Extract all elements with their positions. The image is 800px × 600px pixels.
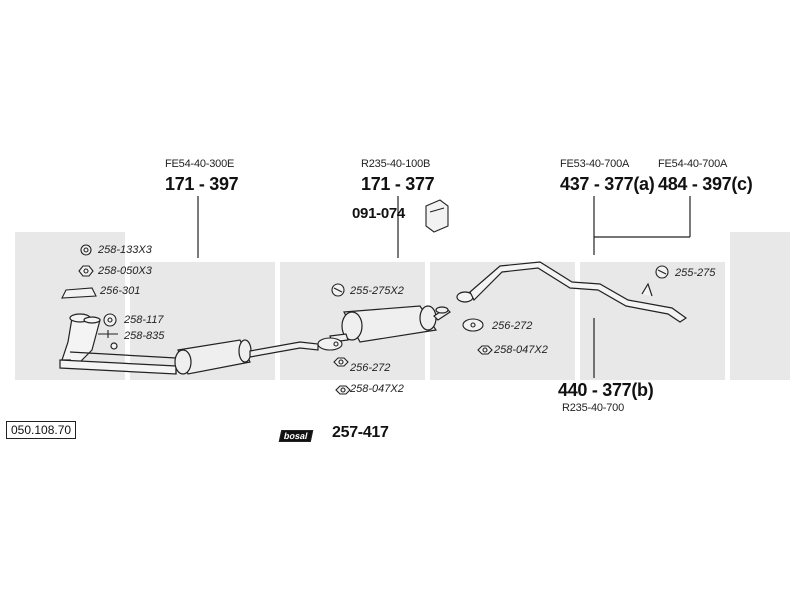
leader-lines [197,196,691,378]
part-label: 258-133X3 [98,244,152,256]
watermark-text: bosal [0,0,1,1]
part-label: 256-301 [100,285,141,297]
part-icons [61,199,669,395]
part-label: 256-272 [350,362,391,374]
front-pipe-assembly [59,313,177,375]
rear-pipe-b-ref: R235-40-700 [562,402,625,414]
part-label: 255-275 [675,267,716,279]
front-pipe-number: 171 - 397 [165,174,239,194]
part-label: 258-047X2 [494,344,548,356]
kit-number: 257-417 [332,424,389,441]
kit-badge: bosal [278,426,313,444]
center-muffler [329,305,451,343]
rear-pipe-a-ref: FE53-40-700A [560,158,630,170]
rear-pipe-c-ref: FE54-40-700A [658,158,728,170]
front-muffler [174,339,319,375]
center-muffler-ref: R235-40-100B [361,158,431,170]
watermark [15,232,790,380]
center-muffler-number: 171 - 377 [361,174,435,194]
front-pipe-ref: FE54-40-300E [165,158,235,170]
part-label: 258-047X2 [350,383,404,395]
clamp-number: 091-074 [352,205,405,222]
bosal-badge-icon: bosal [278,430,313,442]
part-label: 258-835 [124,330,165,342]
part-label: 256-272 [492,320,533,332]
part-label: 255-275X2 [350,285,404,297]
rear-pipe-a-number: 437 - 377(a) [560,174,655,194]
rear-pipe [456,261,688,323]
part-label: 258-050X3 [98,265,152,277]
rear-pipe-c-number: 484 - 397(c) [658,174,753,194]
rear-pipe-b-number: 440 - 377(b) [558,380,654,400]
catalog-number: 050.108.70 [6,421,77,439]
part-label: 258-117 [124,314,164,326]
